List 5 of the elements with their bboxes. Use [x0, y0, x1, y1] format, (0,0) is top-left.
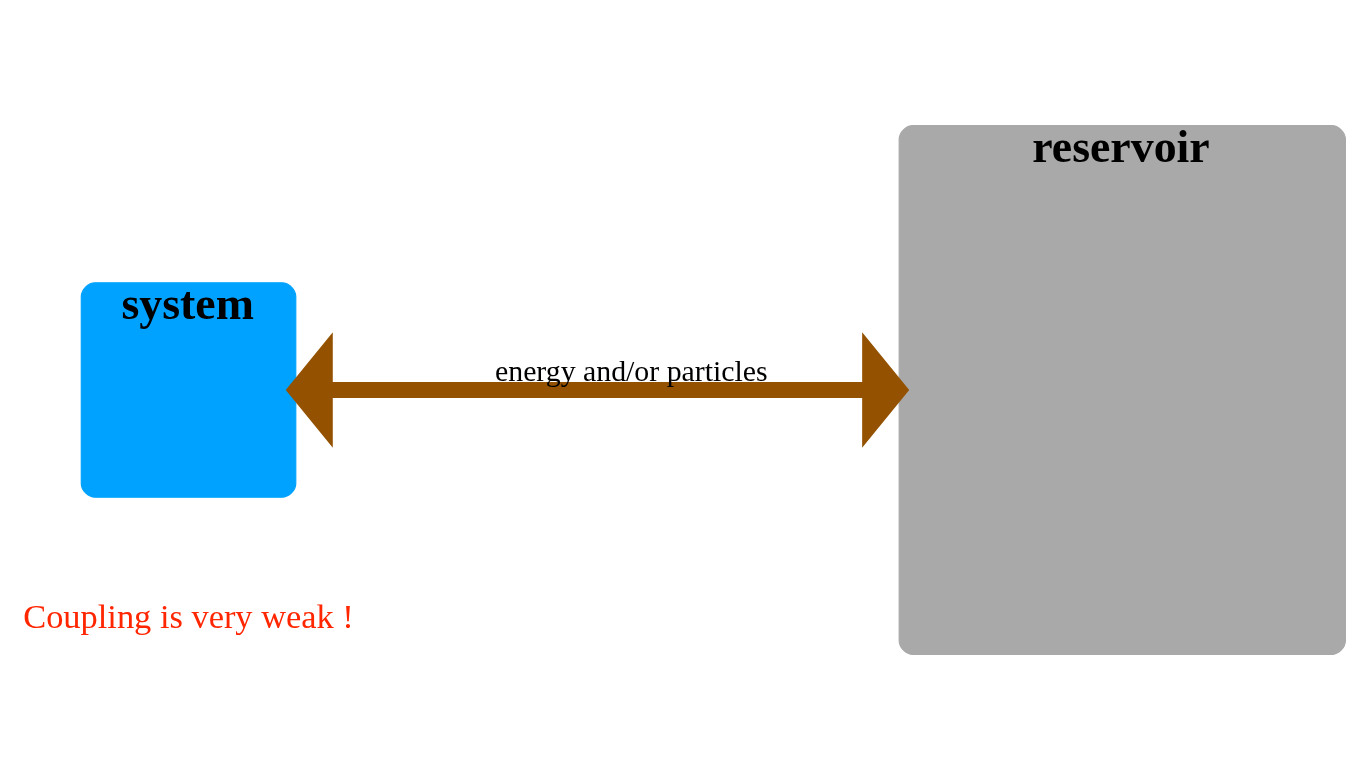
label: Coupling is very weak ! — [23, 596, 354, 635]
node-box: reservoir — [898, 124, 1346, 655]
edge-label: energy and/or particles — [495, 353, 768, 387]
node-box: system — [80, 281, 297, 498]
arrow — [285, 331, 910, 448]
